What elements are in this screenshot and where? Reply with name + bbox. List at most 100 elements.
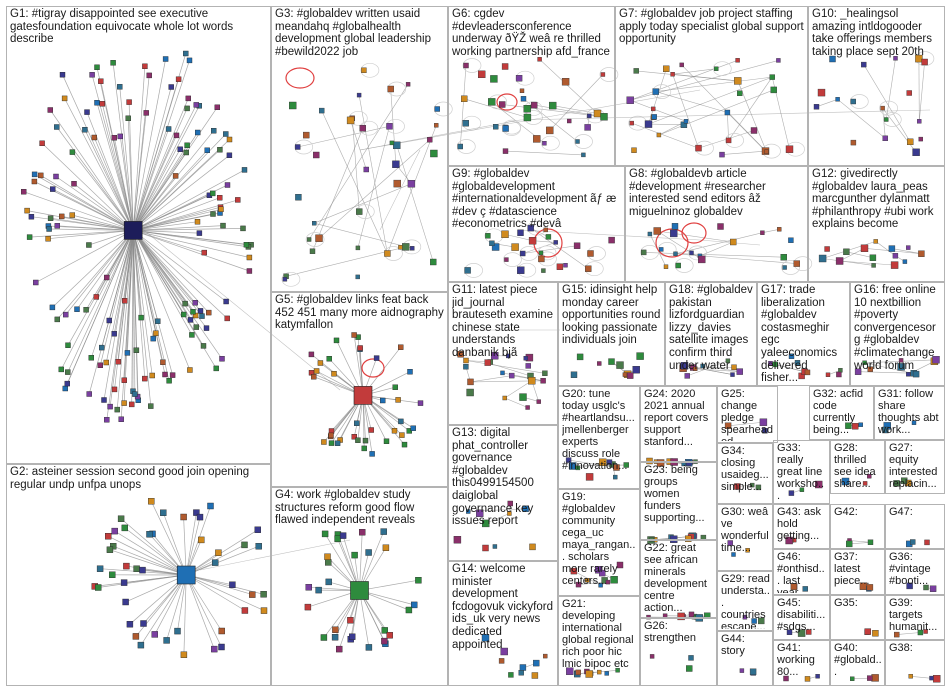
node xyxy=(94,64,100,71)
node xyxy=(466,509,471,514)
node xyxy=(500,370,505,376)
node xyxy=(727,540,733,546)
group-g8: G8: #globaldevb article #development #re… xyxy=(625,166,808,282)
node xyxy=(33,279,39,286)
node xyxy=(317,360,324,366)
node xyxy=(305,584,312,591)
group-label-g22: G22: great see african minerals developm… xyxy=(644,542,707,614)
node xyxy=(229,581,236,588)
node xyxy=(788,353,795,359)
edge xyxy=(132,98,189,231)
node xyxy=(797,629,806,637)
node xyxy=(361,67,367,74)
node xyxy=(659,247,664,252)
edge xyxy=(549,74,604,131)
node xyxy=(533,659,540,667)
node xyxy=(148,403,154,409)
node xyxy=(911,420,917,425)
node xyxy=(542,140,547,146)
node xyxy=(794,360,801,366)
node xyxy=(126,621,134,628)
node xyxy=(651,106,656,112)
node xyxy=(54,223,60,229)
edge xyxy=(132,104,197,231)
node xyxy=(484,359,491,366)
edge xyxy=(177,574,187,632)
node xyxy=(109,571,116,578)
edge xyxy=(183,516,187,576)
edge xyxy=(132,230,228,319)
node xyxy=(410,425,416,431)
edge xyxy=(132,155,230,231)
node xyxy=(357,345,363,351)
node xyxy=(123,562,130,570)
group-label-g39: G39: targets humanit... xyxy=(889,597,938,633)
node xyxy=(319,107,325,114)
node xyxy=(525,405,530,410)
node xyxy=(255,543,262,550)
node xyxy=(517,229,524,237)
group-label-g31: G31: follow share thoughts abt work... xyxy=(878,388,939,436)
node xyxy=(98,78,104,84)
node xyxy=(901,477,908,484)
node xyxy=(917,119,922,124)
node xyxy=(543,653,548,659)
edge xyxy=(50,109,134,231)
node xyxy=(128,401,135,408)
node xyxy=(333,337,340,344)
node xyxy=(46,226,52,232)
node xyxy=(613,474,618,480)
group-g39: G39: targets humanit... xyxy=(885,595,945,640)
edge xyxy=(631,122,699,149)
node xyxy=(398,245,403,250)
edge xyxy=(125,574,187,603)
edge xyxy=(672,68,717,75)
group-g42: G42: xyxy=(830,504,885,549)
node xyxy=(861,61,867,68)
node xyxy=(673,251,678,257)
node xyxy=(651,114,657,120)
node xyxy=(453,536,462,544)
group-label-g36: G36: #vintage #booti... xyxy=(889,551,931,587)
node xyxy=(880,105,885,111)
node xyxy=(373,355,380,361)
self-loop xyxy=(640,245,660,260)
node xyxy=(493,123,499,130)
edge xyxy=(658,89,774,136)
node xyxy=(96,565,104,572)
edge xyxy=(40,175,134,231)
node xyxy=(804,369,811,376)
node xyxy=(818,254,827,263)
node xyxy=(751,618,757,624)
node xyxy=(616,361,624,369)
node xyxy=(907,138,914,146)
node xyxy=(111,527,118,535)
edge xyxy=(396,145,434,263)
edge xyxy=(60,230,134,370)
node xyxy=(197,308,204,314)
edge xyxy=(133,221,198,231)
node xyxy=(180,651,188,658)
edge xyxy=(186,574,264,595)
node xyxy=(336,645,343,653)
edge xyxy=(108,535,187,576)
node xyxy=(538,250,544,256)
edge xyxy=(822,258,874,266)
node xyxy=(509,372,515,379)
edge xyxy=(73,183,134,231)
node xyxy=(196,513,204,521)
node xyxy=(782,265,787,270)
edge xyxy=(539,59,598,114)
edge xyxy=(64,98,134,231)
node xyxy=(63,311,69,318)
node xyxy=(892,253,899,259)
group-label-g33: G33: really great line worksho... xyxy=(777,442,825,502)
self-loop xyxy=(305,232,325,247)
edge xyxy=(52,230,134,308)
hub-node xyxy=(353,386,373,405)
node xyxy=(841,477,850,486)
node xyxy=(326,356,332,362)
edge xyxy=(113,545,187,576)
node xyxy=(770,86,777,94)
node xyxy=(575,465,581,471)
